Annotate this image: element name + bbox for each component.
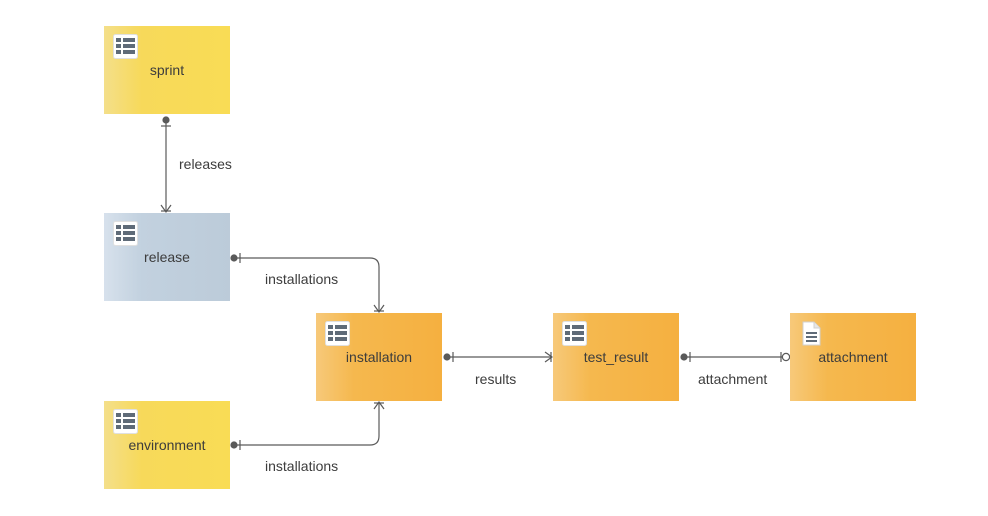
- document-icon: [802, 321, 821, 346]
- table-icon: [562, 321, 587, 346]
- edge-installations-environment: [234, 402, 380, 446]
- table-icon: [113, 221, 138, 246]
- edge-label-attachment: attachment: [698, 371, 768, 387]
- edge-releases-one-end: [162, 116, 170, 124]
- entity-label: test_result: [583, 349, 649, 365]
- entity-installation[interactable]: installation: [316, 313, 442, 401]
- edge-installations-release: [234, 257, 380, 312]
- entity-release[interactable]: release: [104, 213, 230, 301]
- entity-label: release: [144, 249, 190, 265]
- entity-label: sprint: [149, 62, 185, 78]
- edge-label-results: results: [475, 371, 517, 387]
- edge-label-installations-release: installations: [265, 271, 339, 287]
- entity-attachment[interactable]: attachment: [790, 313, 916, 401]
- entity-label: attachment: [818, 349, 888, 365]
- entity-environment[interactable]: environment: [104, 401, 230, 489]
- entity-test-result[interactable]: test_result: [553, 313, 679, 401]
- edge-label-releases: releases: [179, 156, 232, 172]
- entity-label: installation: [345, 349, 413, 365]
- table-icon: [113, 409, 138, 434]
- entity-sprint[interactable]: sprint: [104, 26, 230, 114]
- table-icon: [325, 321, 350, 346]
- table-icon: [113, 34, 138, 59]
- entity-label: environment: [128, 437, 206, 453]
- edge-label-installations-environment: installations: [265, 458, 339, 474]
